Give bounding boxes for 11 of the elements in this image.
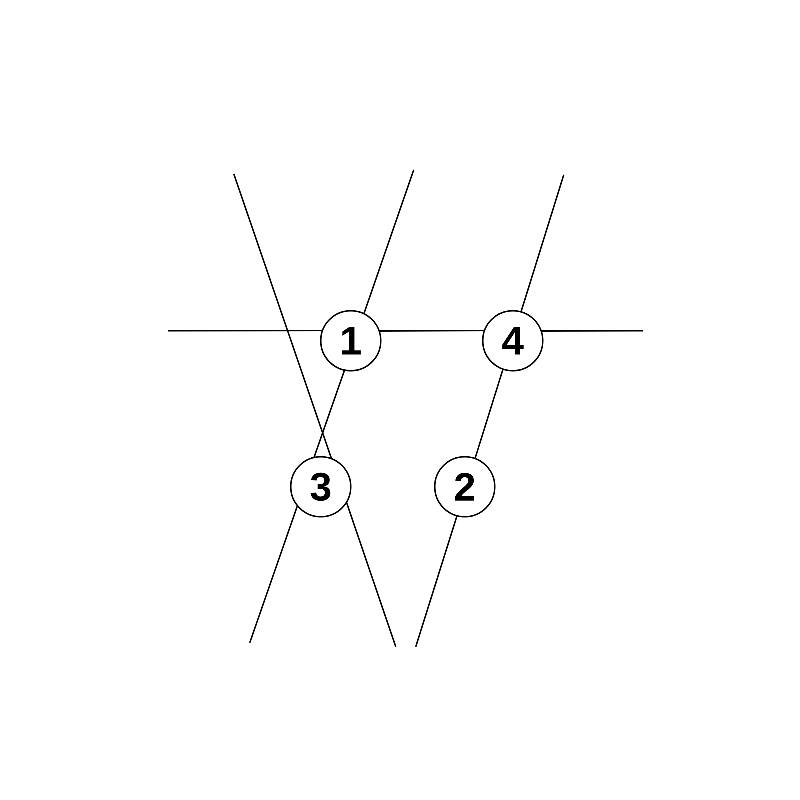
line — [233, 174, 332, 460]
line — [415, 516, 458, 648]
line — [541, 330, 644, 332]
line — [520, 174, 565, 312]
line — [314, 370, 346, 458]
line — [379, 330, 485, 332]
line — [363, 170, 415, 314]
line — [168, 330, 323, 332]
line — [474, 369, 504, 460]
line — [346, 502, 397, 648]
line — [249, 506, 298, 644]
